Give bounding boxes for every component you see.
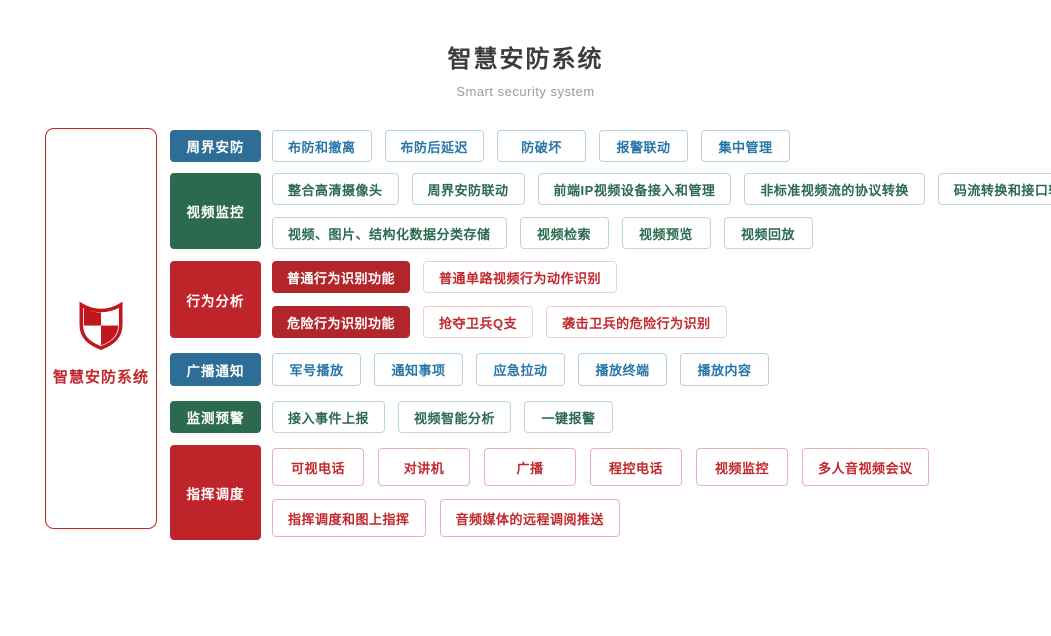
feature-row: 视频、图片、结构化数据分类存储视频检索视频预览视频回放 bbox=[272, 217, 1051, 249]
feature-button[interactable]: 一键报警 bbox=[524, 401, 614, 433]
group-monitor: 监测预警接入事件上报视频智能分析一键报警 bbox=[170, 401, 1051, 433]
group-behavior: 行为分析普通行为识别功能普通单路视频行为动作识别危险行为识别功能抢夺卫兵Q支袭击… bbox=[170, 261, 1051, 338]
feature-row: 军号播放通知事项应急拉动播放终端播放内容 bbox=[272, 353, 769, 386]
feature-button[interactable]: 可视电话 bbox=[272, 448, 364, 486]
feature-button[interactable]: 抢夺卫兵Q支 bbox=[423, 306, 534, 338]
root-panel: 智慧安防系统 bbox=[45, 128, 157, 529]
feature-button[interactable]: 危险行为识别功能 bbox=[272, 306, 411, 338]
feature-button[interactable]: 视频预览 bbox=[621, 217, 711, 249]
feature-button[interactable]: 布防和撤离 bbox=[272, 130, 372, 162]
feature-row: 布防和撤离布防后延迟防破坏报警联动集中管理 bbox=[272, 130, 791, 162]
shield-icon bbox=[79, 301, 123, 350]
page-title: 智慧安防系统 bbox=[447, 46, 604, 73]
feature-button[interactable]: 视频检索 bbox=[519, 217, 609, 249]
category-behavior[interactable]: 行为分析 bbox=[170, 261, 261, 338]
group-dispatch: 指挥调度可视电话对讲机广播程控电话视频监控多人音视频会议指挥调度和图上指挥音频媒… bbox=[170, 445, 1051, 540]
feature-button[interactable]: 视频、图片、结构化数据分类存储 bbox=[272, 217, 507, 249]
feature-button[interactable]: 普通行为识别功能 bbox=[272, 261, 411, 293]
feature-button[interactable]: 前端IP视频设备接入和管理 bbox=[537, 173, 732, 205]
feature-button[interactable]: 非标准视频流的协议转换 bbox=[744, 173, 925, 205]
feature-row: 接入事件上报视频智能分析一键报警 bbox=[272, 401, 614, 433]
category-dispatch[interactable]: 指挥调度 bbox=[170, 445, 261, 540]
feature-button[interactable]: 对讲机 bbox=[378, 448, 470, 486]
feature-button[interactable]: 普通单路视频行为动作识别 bbox=[423, 261, 618, 293]
feature-button[interactable]: 军号播放 bbox=[272, 353, 361, 386]
feature-rows-broadcast: 军号播放通知事项应急拉动播放终端播放内容 bbox=[272, 353, 769, 386]
feature-button[interactable]: 视频监控 bbox=[696, 448, 788, 486]
feature-button[interactable]: 指挥调度和图上指挥 bbox=[272, 499, 426, 537]
category-broadcast[interactable]: 广播通知 bbox=[170, 353, 261, 386]
feature-row: 危险行为识别功能抢夺卫兵Q支袭击卫兵的危险行为识别 bbox=[272, 306, 727, 338]
feature-rows-dispatch: 可视电话对讲机广播程控电话视频监控多人音视频会议指挥调度和图上指挥音频媒体的远程… bbox=[272, 445, 929, 540]
category-video[interactable]: 视频监控 bbox=[170, 173, 261, 249]
feature-button[interactable]: 集中管理 bbox=[701, 130, 791, 162]
feature-button[interactable]: 袭击卫兵的危险行为识别 bbox=[546, 306, 727, 338]
feature-button[interactable]: 视频回放 bbox=[723, 217, 813, 249]
feature-groups: 周界安防布防和撤离布防后延迟防破坏报警联动集中管理视频监控整合高清摄像头周界安防… bbox=[170, 130, 1051, 540]
feature-button[interactable]: 通知事项 bbox=[374, 353, 463, 386]
feature-row: 指挥调度和图上指挥音频媒体的远程调阅推送 bbox=[272, 499, 929, 537]
feature-button[interactable]: 视频智能分析 bbox=[398, 401, 512, 433]
group-perimeter: 周界安防布防和撤离布防后延迟防破坏报警联动集中管理 bbox=[170, 130, 1051, 162]
feature-button[interactable]: 播放终端 bbox=[578, 353, 667, 386]
feature-button[interactable]: 周界安防联动 bbox=[411, 173, 525, 205]
feature-rows-perimeter: 布防和撤离布防后延迟防破坏报警联动集中管理 bbox=[272, 130, 791, 162]
feature-button[interactable]: 播放内容 bbox=[680, 353, 769, 386]
feature-button[interactable]: 广播 bbox=[484, 448, 576, 486]
feature-button[interactable]: 布防后延迟 bbox=[384, 130, 485, 162]
page-subtitle: Smart security system bbox=[456, 83, 595, 99]
feature-rows-monitor: 接入事件上报视频智能分析一键报警 bbox=[272, 401, 614, 433]
feature-button[interactable]: 接入事件上报 bbox=[272, 401, 386, 433]
root-label: 智慧安防系统 bbox=[52, 368, 149, 386]
feature-rows-behavior: 普通行为识别功能普通单路视频行为动作识别危险行为识别功能抢夺卫兵Q支袭击卫兵的危… bbox=[272, 261, 727, 338]
feature-button[interactable]: 防破坏 bbox=[497, 130, 587, 162]
feature-row: 整合高清摄像头周界安防联动前端IP视频设备接入和管理非标准视频流的协议转换码流转… bbox=[272, 173, 1051, 205]
feature-button[interactable]: 码流转换和接口转换 bbox=[937, 173, 1051, 205]
feature-button[interactable]: 整合高清摄像头 bbox=[272, 173, 399, 205]
feature-rows-video: 整合高清摄像头周界安防联动前端IP视频设备接入和管理非标准视频流的协议转换码流转… bbox=[272, 173, 1051, 249]
category-perimeter[interactable]: 周界安防 bbox=[170, 130, 261, 162]
feature-button[interactable]: 应急拉动 bbox=[476, 353, 565, 386]
feature-button[interactable]: 报警联动 bbox=[599, 130, 689, 162]
category-monitor[interactable]: 监测预警 bbox=[170, 401, 261, 433]
feature-row: 普通行为识别功能普通单路视频行为动作识别 bbox=[272, 261, 727, 293]
feature-row: 可视电话对讲机广播程控电话视频监控多人音视频会议 bbox=[272, 448, 929, 486]
page-header: 智慧安防系统 Smart security system bbox=[0, 0, 1051, 99]
feature-button[interactable]: 音频媒体的远程调阅推送 bbox=[439, 499, 621, 537]
feature-button[interactable]: 程控电话 bbox=[590, 448, 682, 486]
group-video: 视频监控整合高清摄像头周界安防联动前端IP视频设备接入和管理非标准视频流的协议转… bbox=[170, 173, 1051, 249]
group-broadcast: 广播通知军号播放通知事项应急拉动播放终端播放内容 bbox=[170, 353, 1051, 386]
feature-button[interactable]: 多人音视频会议 bbox=[802, 448, 929, 486]
